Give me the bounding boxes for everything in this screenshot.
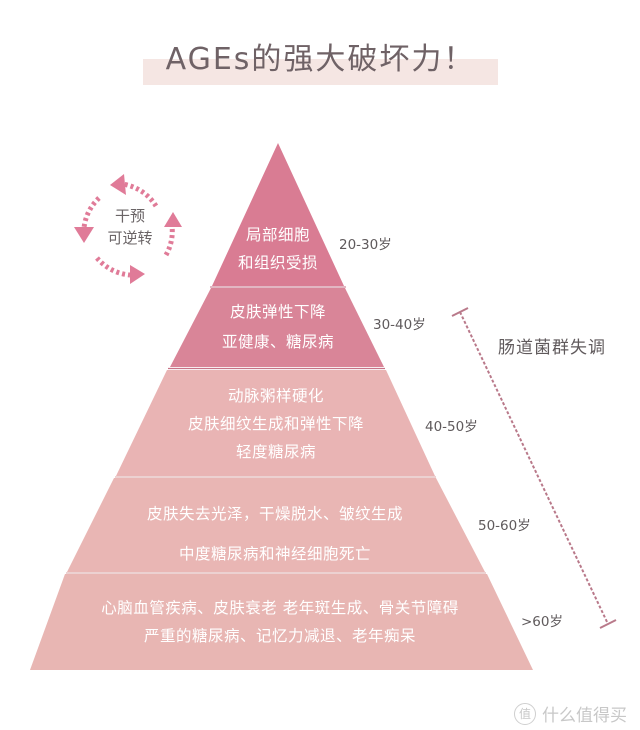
pyramid-tier-5 bbox=[30, 574, 533, 670]
title-banner: AGEs的强大破坏力！ bbox=[143, 40, 498, 90]
tier-5-age: >60岁 bbox=[521, 614, 563, 630]
cycle-label-line2: 可逆转 bbox=[107, 229, 153, 247]
tier-2-age: 30-40岁 bbox=[373, 317, 426, 333]
watermark-text: 什么值得买 bbox=[542, 706, 627, 726]
tier-1-text: 局部细胞 和组织受损 bbox=[237, 226, 318, 272]
cycle-label: 干预 可逆转 bbox=[100, 205, 160, 249]
gut-dysbiosis-label: 肠道菌群失调 bbox=[498, 338, 606, 358]
tier-3-text: 动脉粥样硬化 皮肤细纹生成和弹性下降 轻度糖尿病 bbox=[187, 387, 364, 461]
tier-5-text: 心脑血管疾病、皮肤衰老 老年斑生成、骨关节障碍 严重的糖尿病、记忆力减退、老年痴… bbox=[101, 599, 459, 645]
tier-3-age: 40-50岁 bbox=[425, 419, 478, 435]
watermark: 值什么值得买 bbox=[514, 701, 627, 726]
pyramid-tier-2 bbox=[170, 288, 384, 367]
gut-range-line bbox=[451, 307, 617, 629]
pyramid-tier-4 bbox=[67, 478, 485, 572]
circular-dashed-arrows-icon bbox=[74, 174, 182, 284]
cycle-label-line1: 干预 bbox=[114, 207, 145, 225]
title-highlight-band bbox=[143, 59, 498, 85]
tier-4-age: 50-60岁 bbox=[478, 518, 531, 534]
watermark-logo-icon: 值 bbox=[514, 702, 536, 725]
pyramid-tier-1 bbox=[212, 143, 344, 286]
tier-2-text: 皮肤弹性下降 亚健康、糖尿病 bbox=[221, 303, 334, 351]
tier-1-age: 20-30岁 bbox=[339, 237, 392, 253]
page-title: AGEs的强大破坏力！ bbox=[165, 42, 476, 77]
pyramid-tier-3 bbox=[116, 370, 435, 476]
tier-4-text: 皮肤失去光泽，干燥脱水、皱纹生成 中度糖尿病和神经细胞死亡 bbox=[146, 505, 403, 563]
